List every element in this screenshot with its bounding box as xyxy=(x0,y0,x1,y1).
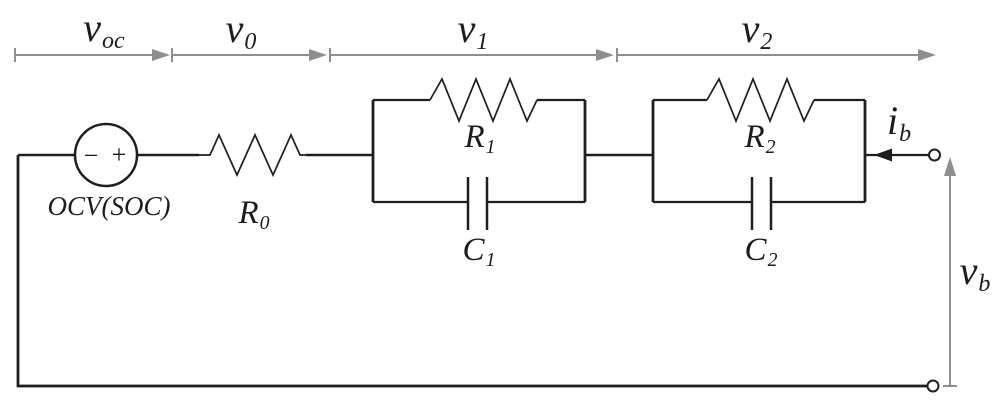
label-i-b: ib xyxy=(886,98,912,147)
label-v-b: vb xyxy=(959,248,991,297)
label-v-0: v0 xyxy=(225,6,257,55)
resistor-r1-icon xyxy=(429,76,538,124)
source-plus-icon: + xyxy=(111,140,127,169)
label-v-2: v2 xyxy=(741,6,773,55)
vb-arrowhead-icon xyxy=(944,157,956,176)
voltage-span-arrows xyxy=(14,48,936,62)
current-arrowhead-icon xyxy=(874,148,892,162)
span-v2-arrowhead-icon xyxy=(918,49,936,61)
rc-block-2 xyxy=(651,76,867,230)
label-v-oc: voc xyxy=(83,5,125,54)
label-c1: C1 xyxy=(462,232,496,271)
span-v1-arrowhead-icon xyxy=(596,49,614,61)
label-ocv-soc: OCV(SOC) xyxy=(47,191,171,221)
label-c2: C2 xyxy=(744,232,778,271)
label-r0: R0 xyxy=(238,195,270,234)
resistor-r0-icon xyxy=(199,132,306,178)
positive-terminal-node xyxy=(928,148,941,162)
source-minus-icon: − xyxy=(83,141,99,170)
span-voc-arrowhead-icon xyxy=(152,49,170,61)
rc-block-1 xyxy=(371,76,587,230)
circuit-wires xyxy=(16,76,941,393)
negative-terminal-node xyxy=(926,379,940,393)
label-v-1: v1 xyxy=(457,6,489,55)
return-wire xyxy=(16,155,927,388)
span-v0-arrowhead-icon xyxy=(309,49,327,61)
resistor-r2-icon xyxy=(706,76,815,124)
label-r2: R2 xyxy=(744,119,776,158)
label-r1: R1 xyxy=(464,119,496,158)
vb-measure-arrow xyxy=(943,157,957,387)
